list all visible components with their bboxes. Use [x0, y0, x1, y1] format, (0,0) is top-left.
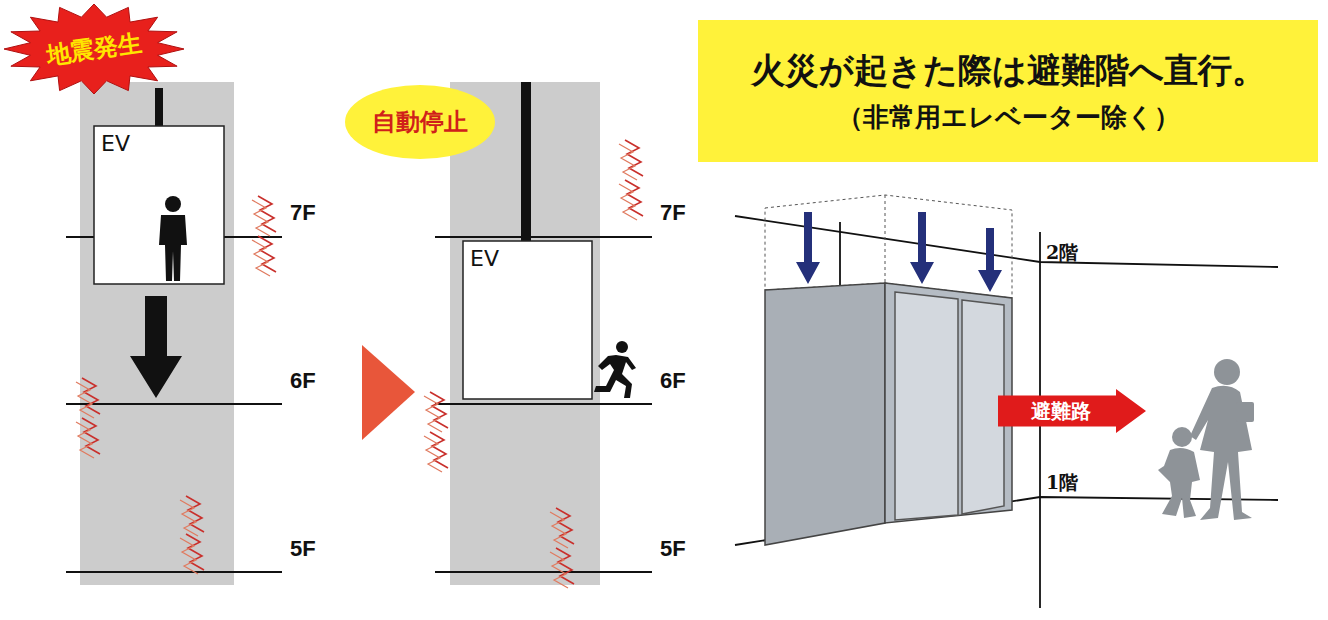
floor-label: 5F	[290, 536, 316, 562]
floor-lines	[435, 237, 652, 572]
next-arrow	[362, 345, 415, 440]
elevator-shaft	[450, 82, 600, 585]
cable	[155, 88, 163, 126]
floor-lines	[66, 237, 282, 572]
evacuation-arrow: 避難路	[998, 389, 1146, 433]
passenger-figure	[153, 195, 193, 283]
down-arrows	[796, 212, 1002, 292]
elevator-front	[885, 283, 1012, 523]
elevator-car: EV	[93, 125, 225, 285]
floor-label: 2階	[1046, 240, 1078, 266]
elevator-car: EV	[462, 240, 593, 400]
floor-label: 6F	[290, 368, 316, 394]
floor-label: 5F	[660, 536, 686, 562]
status-ellipse: 自動停止	[344, 84, 496, 160]
node-text: EV	[101, 131, 130, 156]
node-text: EV	[470, 246, 499, 271]
node-text: 避難路	[1031, 398, 1091, 425]
elevator-shaft	[80, 82, 234, 585]
down-arrow	[130, 296, 182, 398]
door	[895, 292, 958, 520]
running-figure	[588, 340, 644, 400]
node-text: 火災が起きた際は避難階へ直行。	[751, 48, 1266, 94]
people	[1158, 359, 1254, 520]
earthquake-burst: 地震発生	[4, 4, 184, 94]
dashed-outline	[765, 195, 1012, 298]
floor-label: 6F	[660, 368, 686, 394]
notice-banner-outline	[698, 20, 1318, 162]
floor-label: 1階	[1046, 470, 1078, 496]
cable	[521, 82, 531, 242]
floor-label: 7F	[660, 200, 686, 226]
notice-banner: 火災が起きた際は避難階へ直行。 （非常用エレベーター除く）	[698, 20, 1318, 162]
elevator-side	[765, 283, 885, 545]
floor-label: 7F	[290, 200, 316, 226]
node-text: 自動停止	[372, 106, 468, 138]
door	[962, 300, 1004, 514]
perspective-lines	[735, 216, 1278, 608]
node-text: （非常用エレベーター除く）	[837, 100, 1180, 135]
